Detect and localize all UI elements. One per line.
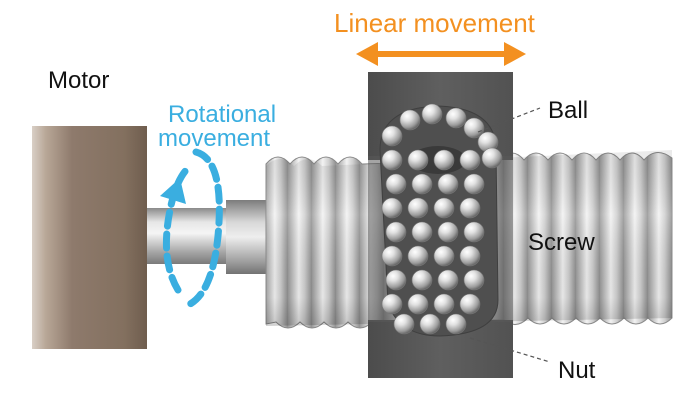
ball-bearing [437, 269, 459, 291]
linear-movement-arrow [356, 42, 526, 66]
shaft-coupler [226, 200, 268, 274]
motor-body [32, 126, 147, 349]
ball-bearing [433, 149, 455, 171]
ball-bearing [419, 313, 441, 335]
ball-bearing [433, 197, 455, 219]
motor-label: Motor [48, 67, 109, 94]
ball-bearing [433, 293, 455, 315]
ball-bearing [385, 221, 407, 243]
ball-bearing [463, 221, 485, 243]
ball-bearing [433, 245, 455, 267]
ball-bearing [381, 293, 403, 315]
ball-bearing [411, 269, 433, 291]
ball-bearing [407, 149, 429, 171]
rotational-movement-label-line1: Rotational [168, 101, 276, 128]
ball-bearings [381, 103, 503, 335]
ball-bearing [411, 173, 433, 195]
ball-bearing [459, 293, 481, 315]
nut-label: Nut [558, 357, 596, 384]
ball-bearing [459, 245, 481, 267]
rotational-movement-arrow [160, 148, 223, 310]
ball-bearing [381, 125, 403, 147]
ball-bearing [421, 103, 443, 125]
rotational-movement-label-line2: movement [158, 125, 270, 152]
ball-bearing [381, 197, 403, 219]
ball-bearing [437, 221, 459, 243]
ball-bearing [393, 313, 415, 335]
ball-bearing [459, 197, 481, 219]
ball-bearing [399, 109, 421, 131]
ball-bearing [381, 149, 403, 171]
ball-bearing [385, 173, 407, 195]
ball-bearing [445, 107, 467, 129]
ball-label: Ball [548, 97, 588, 124]
ball-bearing [407, 245, 429, 267]
ball-bearing [437, 173, 459, 195]
ball-bearing [407, 197, 429, 219]
ball-bearing [381, 245, 403, 267]
linear-movement-label: Linear movement [334, 8, 536, 38]
ball-bearing [407, 293, 429, 315]
ball-bearing [481, 147, 503, 169]
ball-bearing [385, 269, 407, 291]
ball-bearing [463, 117, 485, 139]
ball-bearing [463, 269, 485, 291]
screw-label: Screw [528, 229, 595, 256]
ball-bearing [445, 313, 467, 335]
ball-bearing [463, 173, 485, 195]
ball-bearing [459, 149, 481, 171]
motor-shaft [147, 200, 268, 274]
motor [32, 126, 147, 349]
ball-bearing [411, 221, 433, 243]
